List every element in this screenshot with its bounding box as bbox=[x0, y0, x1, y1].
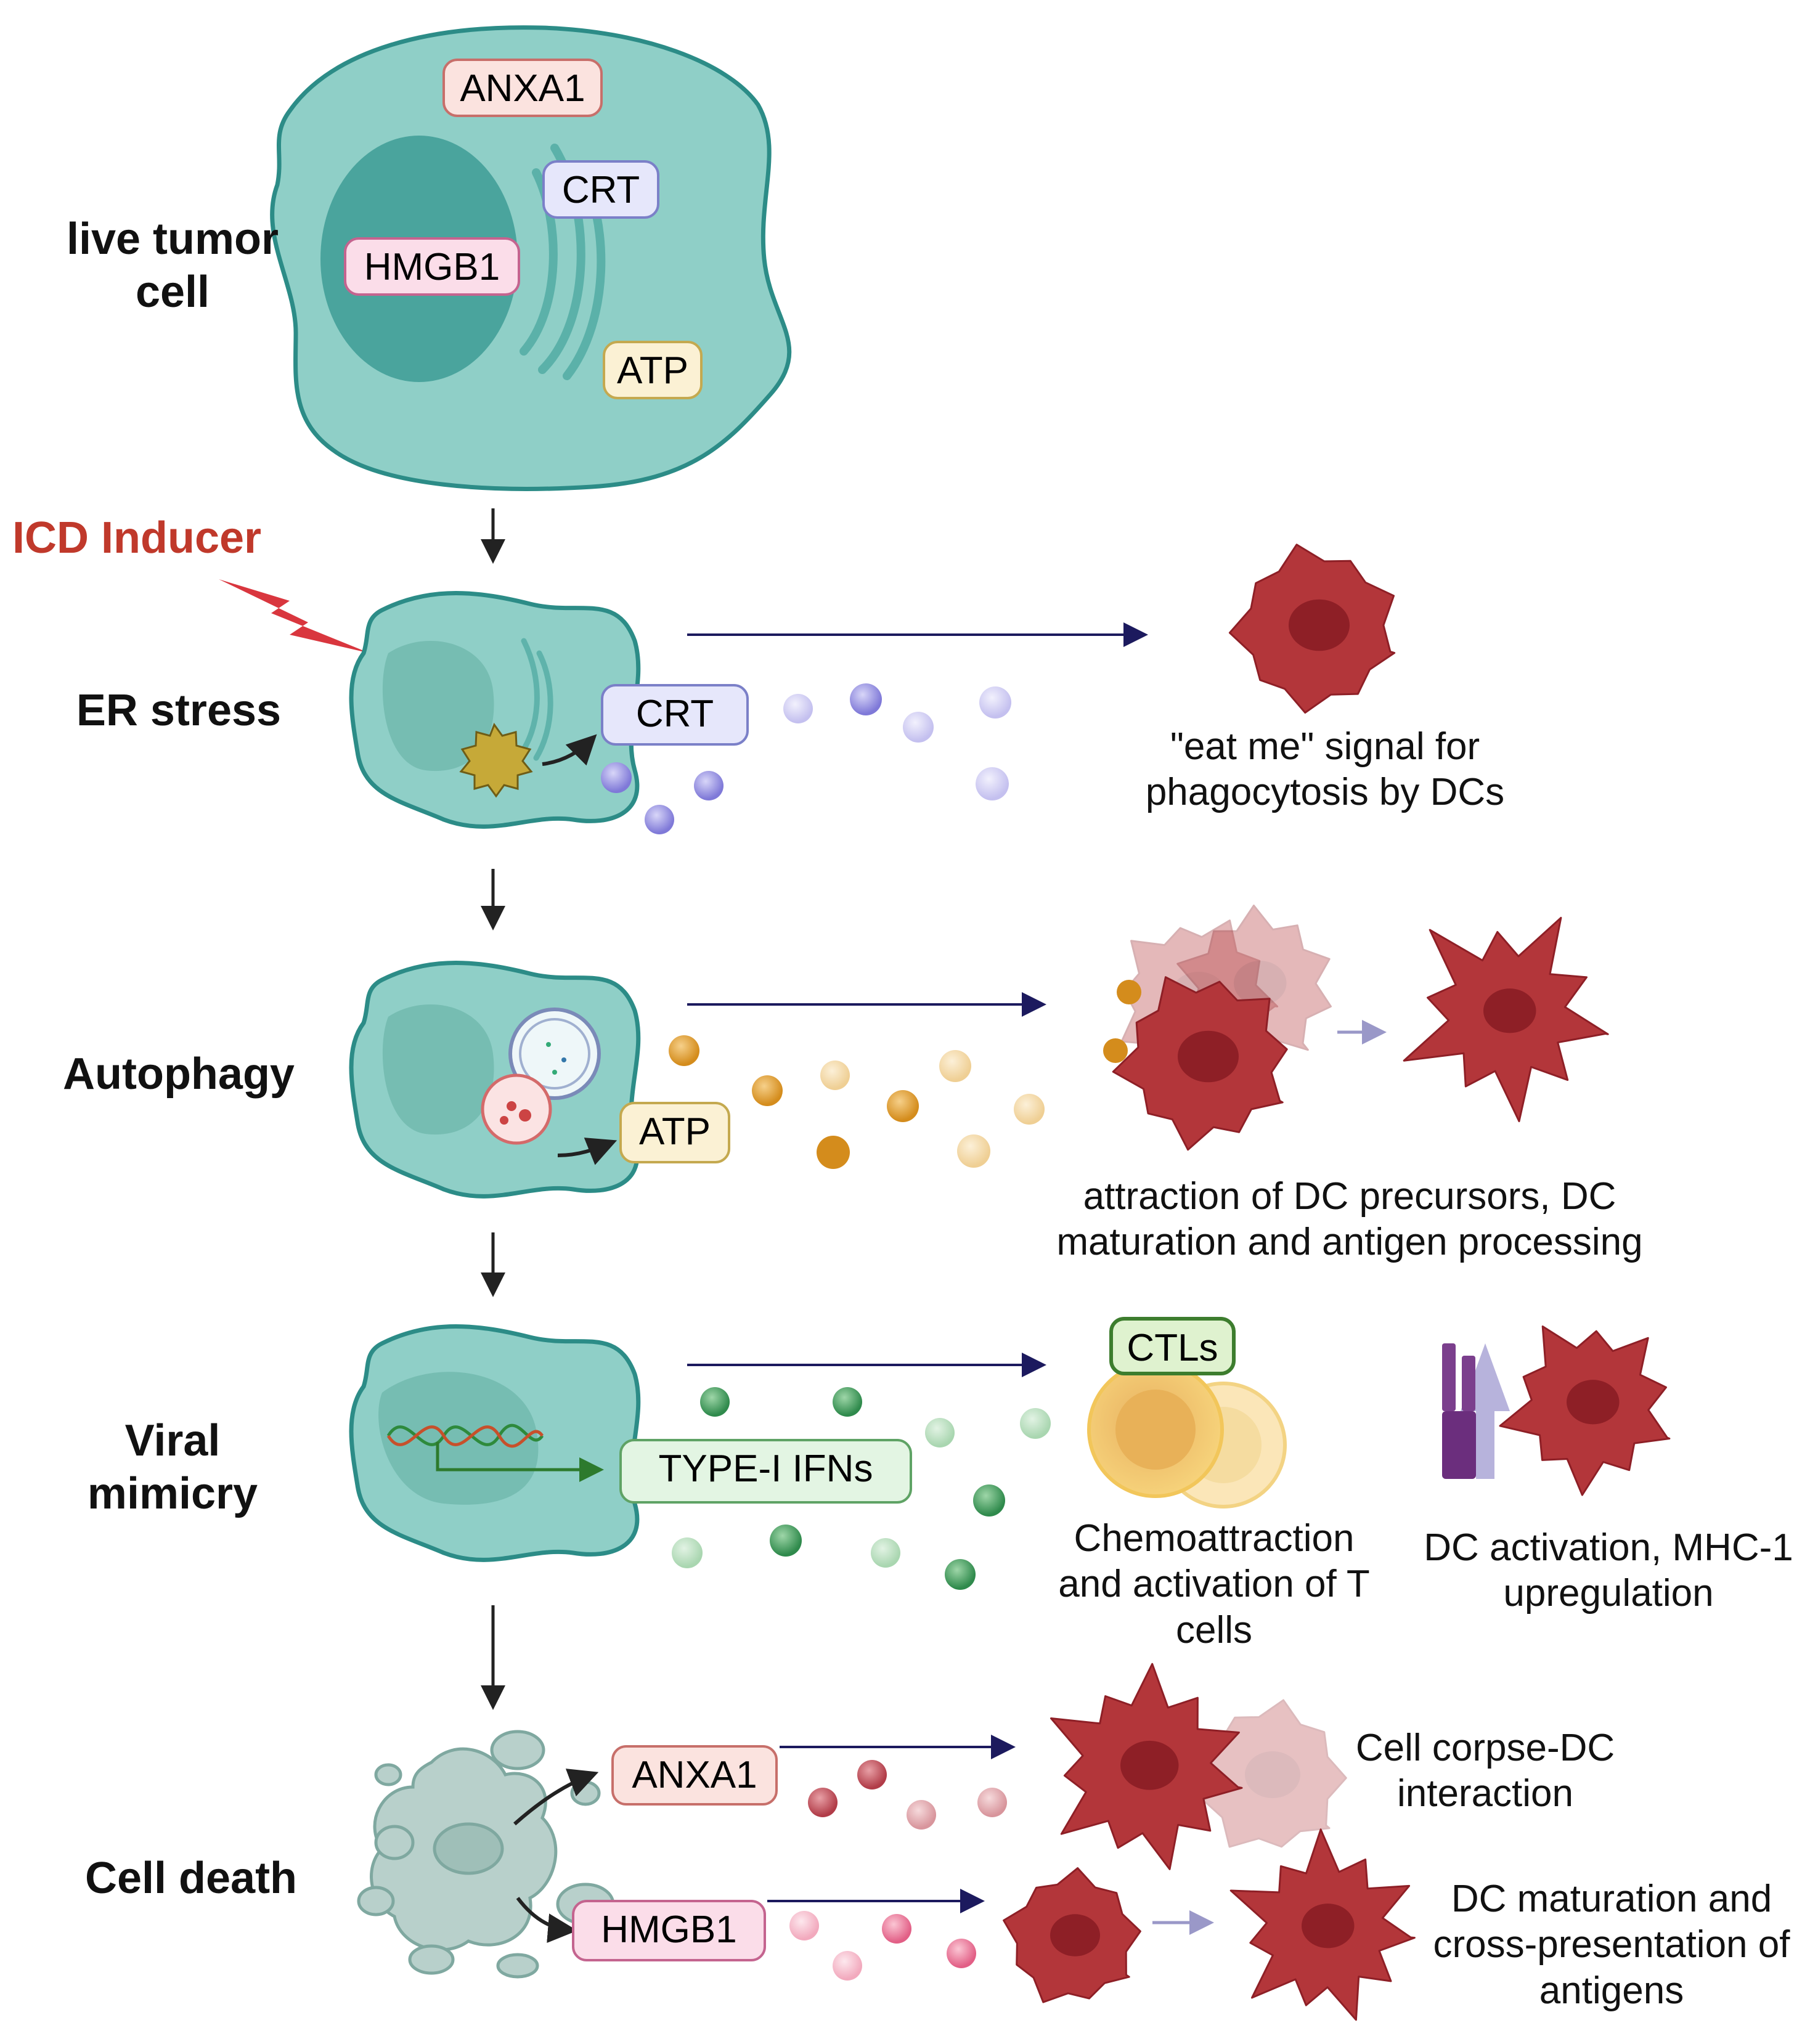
dc-corpse bbox=[1050, 1663, 1243, 1870]
atp-molecule bbox=[1117, 980, 1141, 1004]
caption-autophagy: attraction of DC precursors, DC maturati… bbox=[1056, 1175, 1643, 1264]
tag-live-crt: CRT bbox=[542, 160, 659, 219]
icd-inducer-label: ICD Inducer bbox=[12, 513, 262, 563]
dc-viral bbox=[1499, 1325, 1671, 1496]
ifn-molecules bbox=[672, 1387, 1051, 1590]
caption-death-dc: DC maturation and cross-presentation of … bbox=[1433, 1878, 1790, 2012]
t-cells bbox=[1087, 1361, 1287, 1509]
tag-live-anxa1: ANXA1 bbox=[442, 59, 603, 117]
hmgb1-molecules bbox=[789, 1911, 976, 1981]
stage-label-viral: Viral mimicry bbox=[87, 1416, 258, 1519]
tag-er-crt: CRT bbox=[601, 684, 749, 746]
caption-viral-dc: DC activation, MHC-1 upregulation bbox=[1424, 1526, 1793, 1615]
viral-mimicry-cell bbox=[349, 1324, 641, 1562]
tag-death-anxa1: ANXA1 bbox=[611, 1745, 778, 1806]
mhc-upregulation-icon bbox=[1442, 1343, 1510, 1479]
tag-live-atp: ATP bbox=[603, 341, 703, 399]
tag-viral-ifn: TYPE-I IFNs bbox=[619, 1439, 912, 1504]
tag-ctls: CTLs bbox=[1109, 1317, 1236, 1375]
caption-er: "eat me" signal for phagocytosis by DCs bbox=[1145, 725, 1505, 814]
autophagosome-icon bbox=[508, 1008, 601, 1100]
atp-molecules bbox=[669, 1035, 1045, 1169]
stage-label-death: Cell death bbox=[84, 1854, 298, 1903]
dendritic-cells bbox=[1003, 544, 1671, 2021]
stage-label-live: live tumor cell bbox=[66, 214, 279, 317]
stage-label-er: ER stress bbox=[76, 686, 282, 735]
dc-autophagy bbox=[1112, 976, 1288, 1151]
caption-viral-t: Chemoattraction and activation of T cell… bbox=[1058, 1517, 1370, 1651]
tag-auto-atp: ATP bbox=[619, 1102, 730, 1163]
caption-death-corpse: Cell corpse-DC interaction bbox=[1355, 1727, 1615, 1815]
crt-molecules bbox=[601, 683, 1011, 834]
dc-er bbox=[1228, 544, 1396, 714]
dc-death-mature bbox=[1229, 1828, 1416, 2021]
dc-mature-autophagy bbox=[1403, 916, 1609, 1123]
autophagy-cell bbox=[349, 961, 641, 1199]
er-stress-burst-icon bbox=[459, 722, 533, 798]
maturation-arrows bbox=[1152, 1020, 1387, 1935]
atp-molecule bbox=[1103, 1038, 1128, 1063]
anxa1-molecules bbox=[808, 1760, 1007, 1830]
signal-arrows bbox=[687, 622, 1148, 1913]
lysosome-icon bbox=[481, 1073, 552, 1145]
er-stress-cell bbox=[349, 591, 641, 829]
dna-icon bbox=[386, 1423, 544, 1448]
stage-label-autophagy: Autophagy bbox=[63, 1049, 295, 1099]
tag-live-hmgb1: HMGB1 bbox=[344, 237, 520, 296]
dc-death-immature bbox=[1003, 1867, 1141, 2003]
tag-death-hmgb1: HMGB1 bbox=[572, 1900, 766, 1961]
lightning-icon bbox=[219, 579, 370, 653]
